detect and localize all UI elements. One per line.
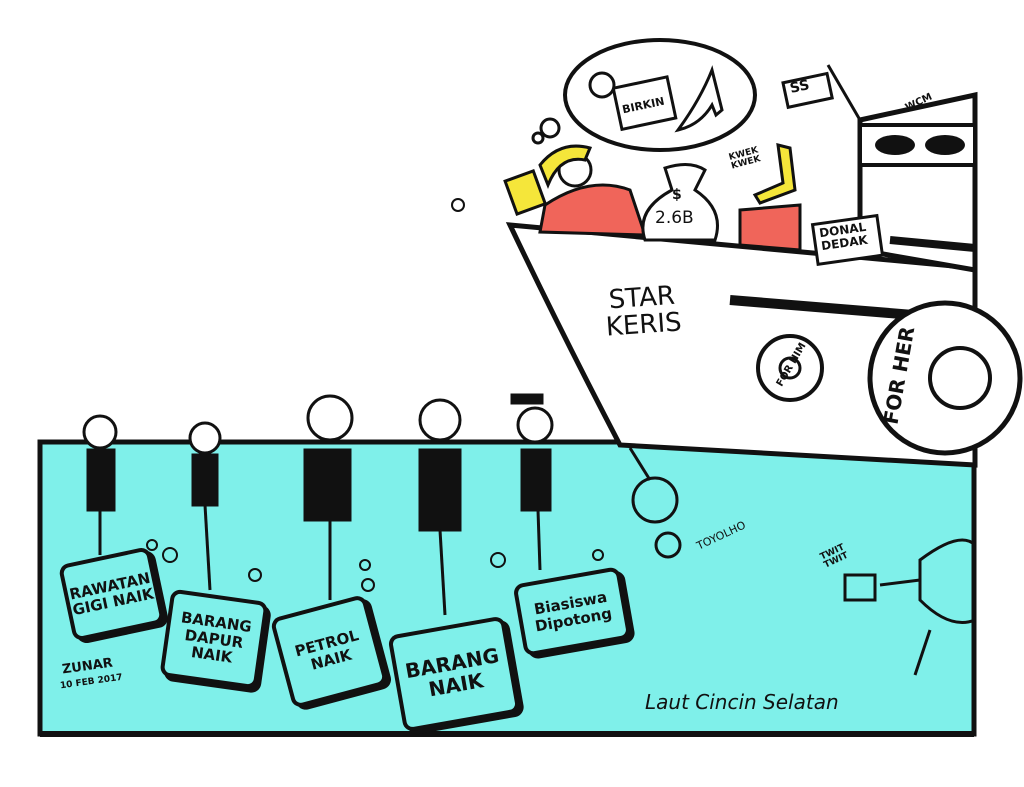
weight-label: BARANG NAIK (403, 643, 501, 702)
thought-dot (531, 131, 545, 145)
thought-dot (539, 117, 561, 139)
flag (781, 71, 834, 110)
weight-label: PETROL NAIK (292, 626, 361, 674)
weight-label: Biasiswa Dipotong (532, 587, 614, 635)
drowning-people (82, 393, 554, 616)
ship-stripe (889, 236, 976, 252)
weight-label: BARANG DAPUR NAIK (179, 608, 253, 667)
toyol-character (628, 447, 682, 559)
money-bag-amount: 2.6B (655, 208, 694, 228)
weight-label: RAWATAN GIGI NAIK (67, 568, 156, 620)
lifebuoy-large-hole (928, 346, 992, 410)
sea-caption: Laut Cincin Selatan (645, 690, 839, 714)
cash-wad (503, 168, 548, 216)
lifebuoy-small-hole (778, 356, 802, 380)
boomerang (752, 143, 797, 205)
shoe-icon (674, 65, 724, 133)
weight-barang-dapur: BARANG DAPUR NAIK (159, 588, 269, 690)
man-arm (738, 203, 802, 252)
ring-icon (588, 71, 616, 99)
flag-pole (826, 64, 862, 121)
name-sign (810, 213, 885, 266)
woman-hair (538, 144, 593, 190)
woman-figure (538, 183, 648, 237)
ship-hull (505, 222, 978, 468)
ship-window (925, 135, 965, 155)
ship-name: STAR KERIS (604, 280, 683, 343)
money-bag (641, 163, 719, 242)
piranha-fish (843, 538, 977, 676)
birkin-bag-icon (611, 75, 678, 132)
weight-barang: BARANG NAIK (387, 615, 521, 733)
bubbles (146, 198, 604, 592)
money-bag-symbol: $ (672, 187, 682, 203)
ship-window (875, 135, 915, 155)
